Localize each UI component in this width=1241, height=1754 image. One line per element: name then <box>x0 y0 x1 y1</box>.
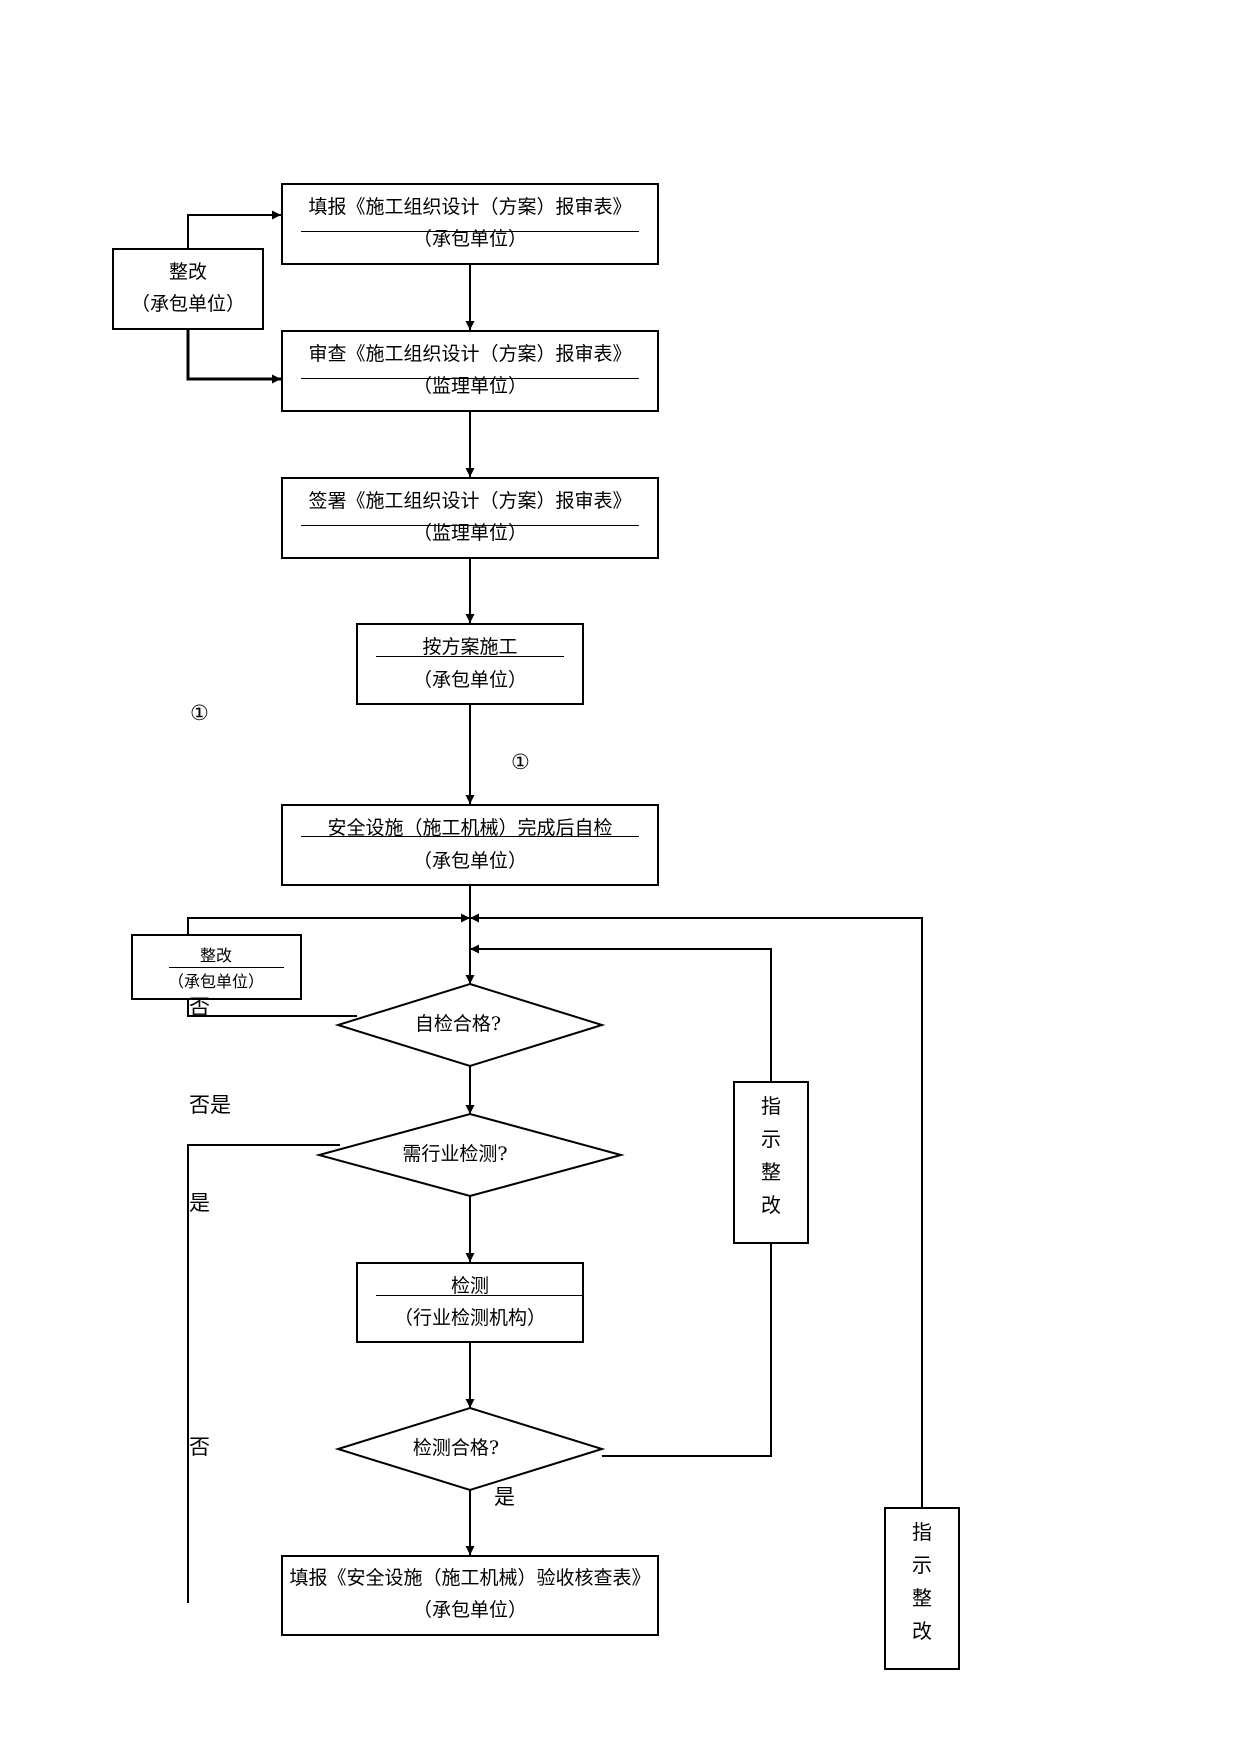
decision-need-testing <box>315 1112 625 1198</box>
rectify-top-unit: （承包单位） <box>130 293 246 315</box>
rectify-mid-unit: （承包单位） <box>167 972 265 991</box>
rectify-mid-title: 整改 <box>199 946 233 965</box>
rectify-top <box>112 248 264 330</box>
instruct-rectify-2 <box>884 1507 960 1670</box>
step-review-report-unit: （监理单位） <box>412 375 528 397</box>
arrow-instruct1-to-flow <box>470 944 772 1081</box>
step-fill-report-title: 填报《施工组织设计（方案）报审表》 <box>308 196 632 218</box>
line-test-fail <box>602 1244 772 1457</box>
label-no-yes: 否是 <box>189 1093 231 1117</box>
step-self-check-title: 安全设施（施工机械）完成后自检 <box>327 817 613 839</box>
arrow-rectify-mid-to-flow <box>187 913 470 934</box>
decision-test-ok <box>334 1406 606 1492</box>
line-no-branch-1 <box>187 998 357 1017</box>
step-review-report-title: 审查《施工组织设计（方案）报审表》 <box>308 343 632 365</box>
step-construct <box>356 623 584 705</box>
step-fill-report <box>281 183 659 265</box>
step-review-report <box>281 330 659 412</box>
step-acceptance-unit: （承包单位） <box>412 1599 528 1621</box>
step-sign-report-title: 签署《施工组织设计（方案）报审表》 <box>308 490 632 512</box>
step-self-check-unit: （承包单位） <box>412 850 528 872</box>
step-construct-title: 按方案施工 <box>422 636 518 658</box>
arrow-instruct2-to-flow <box>470 913 923 1507</box>
instruct-rectify-2-char-3: 整 <box>912 1586 932 1610</box>
step-self-check <box>281 804 659 886</box>
label-no-2: 否 <box>189 1435 210 1459</box>
arrow-rectify-top-to-review <box>186 330 281 384</box>
instruct-rectify-1 <box>733 1081 809 1244</box>
label-yes-2: 是 <box>494 1485 515 1509</box>
decision-need-testing-label: 需行业检测? <box>402 1143 508 1165</box>
rectify-mid-rule <box>169 967 284 968</box>
label-no-1: 否 <box>189 995 210 1019</box>
step-fill-report-rule <box>301 231 639 232</box>
instruct-rectify-2-char-2: 示 <box>912 1553 932 1577</box>
instruct-rectify-1-char-1: 指 <box>761 1094 781 1118</box>
step-review-report-rule <box>301 378 639 379</box>
line-no-branch-2 <box>187 1144 340 1603</box>
step-testing <box>356 1262 584 1343</box>
instruct-rectify-1-char-2: 示 <box>761 1127 781 1151</box>
circle-marker-b: ① <box>511 750 530 774</box>
instruct-rectify-2-char-1: 指 <box>912 1520 932 1544</box>
step-acceptance <box>281 1555 659 1636</box>
decision-test-ok-label: 检测合格? <box>412 1437 500 1459</box>
decision-self-check-ok-label: 自检合格? <box>414 1013 502 1035</box>
step-construct-rule <box>376 656 564 657</box>
step-self-check-rule <box>301 836 639 837</box>
instruct-rectify-1-char-4: 改 <box>761 1193 781 1217</box>
instruct-rectify-2-char-4: 改 <box>912 1619 932 1643</box>
step-sign-report-rule <box>301 525 639 526</box>
arrow-rectify-top-to-fill <box>187 210 281 248</box>
step-testing-title: 检测 <box>450 1275 490 1297</box>
step-fill-report-unit: （承包单位） <box>412 228 528 250</box>
rectify-top-title: 整改 <box>168 261 208 283</box>
step-acceptance-title: 填报《安全设施（施工机械）验收核查表》 <box>289 1567 651 1589</box>
step-testing-unit: （行业检测机构） <box>393 1307 547 1329</box>
label-yes-1: 是 <box>189 1191 210 1215</box>
step-sign-report <box>281 477 659 559</box>
decision-self-check-ok <box>334 982 606 1068</box>
instruct-rectify-1-char-3: 整 <box>761 1160 781 1184</box>
step-construct-unit: （承包单位） <box>412 669 528 691</box>
step-sign-report-unit: （监理单位） <box>412 522 528 544</box>
step-testing-rule <box>376 1295 584 1296</box>
circle-marker-a: ① <box>190 701 209 725</box>
